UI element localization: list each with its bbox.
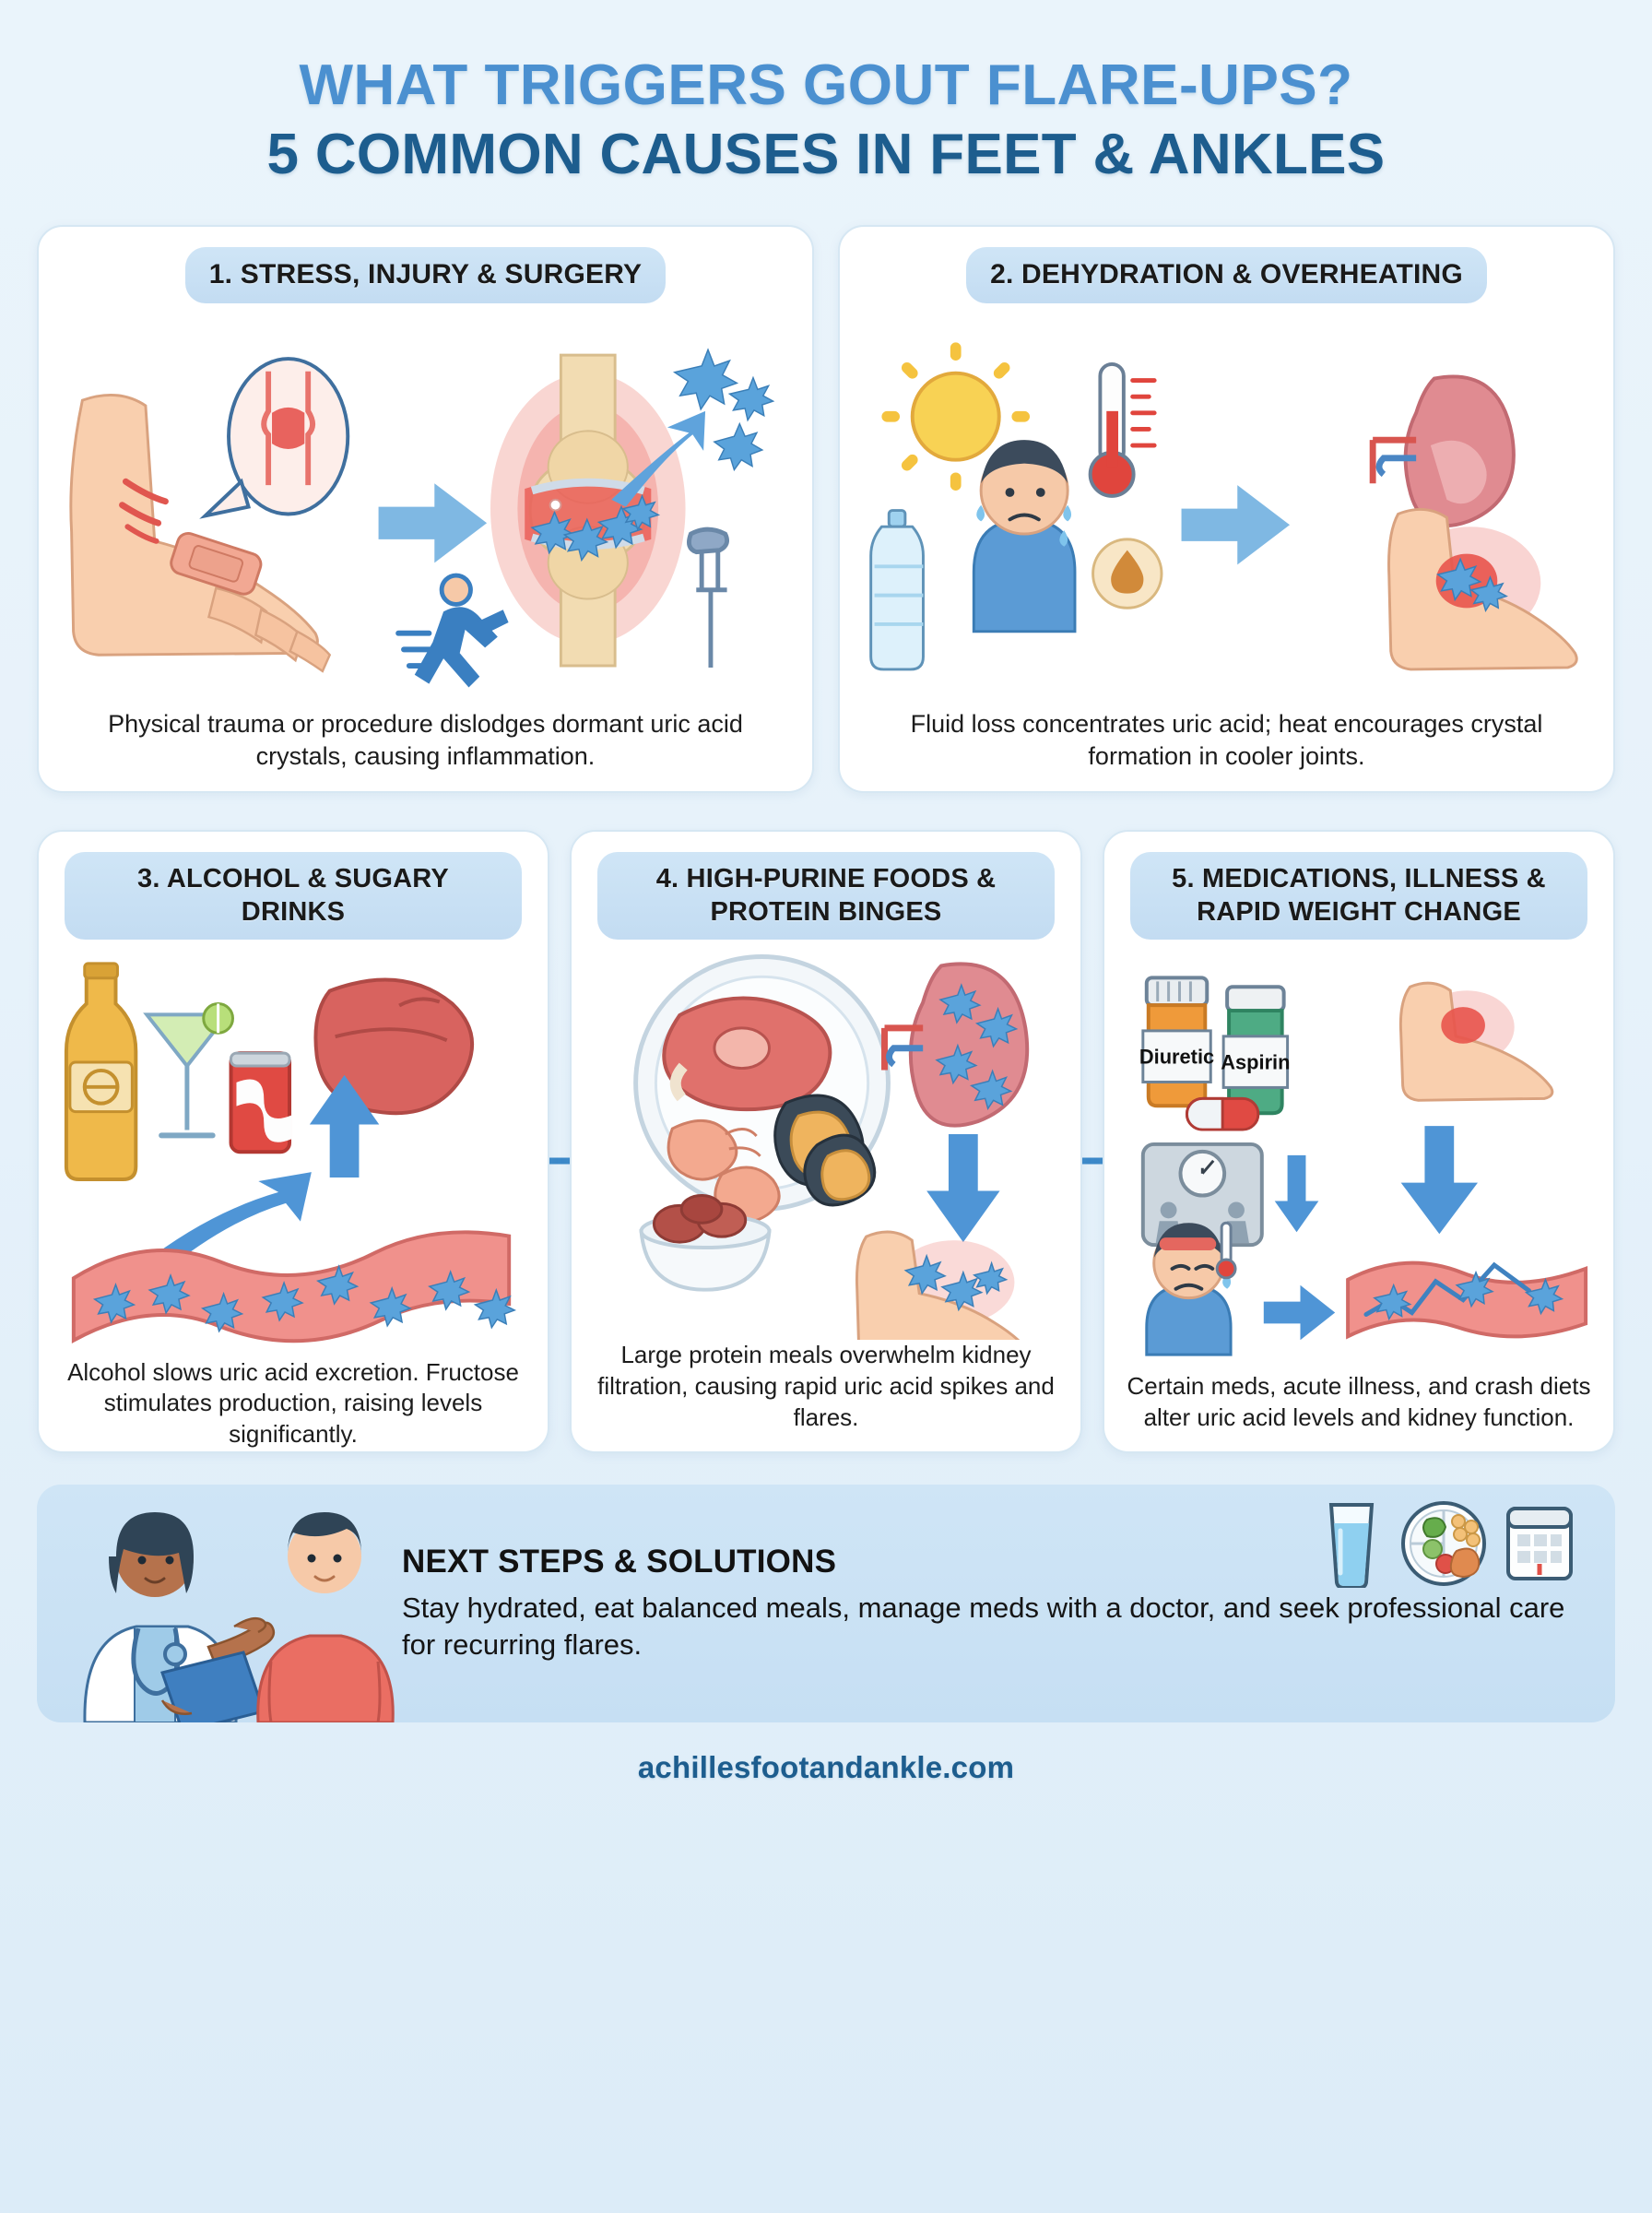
next-steps-description: Stay hydrated, eat balanced meals, manag… bbox=[402, 1592, 1565, 1662]
arrow-right-icon bbox=[1263, 1284, 1336, 1341]
water-glass-icon bbox=[1328, 1503, 1375, 1589]
inflamed-foot-icon bbox=[855, 1230, 1021, 1340]
cards-row-top: 1. STRESS, INJURY & SURGERY bbox=[24, 225, 1628, 794]
card-3-illustration bbox=[55, 945, 531, 1357]
arrow-down-icon bbox=[1400, 1126, 1478, 1235]
calendar-icon bbox=[1506, 1507, 1573, 1581]
card-2-description: Fluid loss concentrates uric acid; heat … bbox=[910, 710, 1543, 771]
injured-foot-icon bbox=[69, 394, 332, 673]
pill-bottle-icon: Diuretic bbox=[1139, 976, 1214, 1108]
sun-icon bbox=[881, 342, 1031, 491]
footer-website[interactable]: achillesfootandankle.com bbox=[637, 1750, 1015, 1785]
card-1-badge: 1. STRESS, INJURY & SURGERY bbox=[184, 247, 667, 303]
card-medications-illness-weight[interactable]: 5. MEDICATIONS, ILLNESS & RAPID WEIGHT C… bbox=[1103, 830, 1615, 1454]
mussel-icon bbox=[773, 1094, 877, 1207]
thermometer-icon bbox=[1088, 361, 1157, 498]
card-5-badge: 5. MEDICATIONS, ILLNESS & RAPID WEIGHT C… bbox=[1130, 852, 1587, 941]
sick-person-icon bbox=[1145, 1221, 1237, 1356]
doctor-figure bbox=[83, 1512, 276, 1723]
cards-row-bottom: 3. ALCOHOL & SUGARY DRINKS bbox=[24, 830, 1628, 1454]
kidney-icon bbox=[1369, 374, 1516, 528]
card-4-illustration bbox=[588, 945, 1064, 1340]
page-title-line1: WHAT TRIGGERS GOUT FLARE-UPS? bbox=[299, 53, 1353, 117]
balanced-plate-icon bbox=[1401, 1501, 1486, 1587]
card-5-illustration: Diuretic Aspirin bbox=[1121, 945, 1597, 1371]
capsule-icon bbox=[1185, 1096, 1260, 1131]
doctor-patient-illustration bbox=[37, 1485, 396, 1723]
soda-can-icon bbox=[229, 1051, 292, 1154]
card-2-badge: 2. DEHYDRATION & OVERHEATING bbox=[966, 247, 1487, 303]
droplet-icon bbox=[1092, 538, 1163, 609]
organ-meat-bowl-icon bbox=[639, 1194, 772, 1292]
arrow-down-icon bbox=[1274, 1154, 1319, 1233]
thermometer-icon bbox=[1215, 1221, 1237, 1280]
cocktail-glass-icon bbox=[143, 1002, 234, 1139]
beer-bottle-icon bbox=[64, 962, 138, 1182]
inflamed-foot-icon bbox=[1387, 508, 1578, 671]
crutch-icon bbox=[687, 527, 729, 668]
sweating-person-icon bbox=[972, 440, 1077, 633]
card-5-description: Certain meds, acute illness, and crash d… bbox=[1127, 1371, 1591, 1431]
pill-bottle-orange-label: Diuretic bbox=[1139, 1046, 1214, 1069]
card-4-description: Large protein meals overwhelm kidney fil… bbox=[597, 1341, 1055, 1431]
arrow-up-icon bbox=[309, 1075, 380, 1178]
next-steps-title: NEXT STEPS & SOLUTIONS bbox=[402, 1544, 837, 1580]
card-1-description: Physical trauma or procedure dislodges d… bbox=[108, 710, 743, 771]
inflamed-foot-icon bbox=[1398, 981, 1554, 1102]
urate-crystal-icon bbox=[530, 493, 661, 562]
arrow-right-icon bbox=[1181, 485, 1291, 565]
bandage-icon bbox=[170, 531, 263, 596]
urate-crystal-icon bbox=[672, 348, 775, 472]
next-steps-content: NEXT STEPS & SOLUTIONS Stay hydrated, ea… bbox=[396, 1534, 1615, 1674]
blood-vessel-icon bbox=[1346, 1260, 1588, 1340]
inflamed-joint-icon bbox=[490, 353, 706, 668]
card-stress-injury-surgery[interactable]: 1. STRESS, INJURY & SURGERY bbox=[37, 225, 814, 794]
page-title-line2: 5 COMMON CAUSES IN FEET & ANKLES bbox=[266, 122, 1386, 186]
card-alcohol-sugary-drinks[interactable]: 3. ALCOHOL & SUGARY DRINKS bbox=[37, 830, 549, 1454]
arrow-down-icon bbox=[926, 1134, 1000, 1243]
joint-magnifier-icon bbox=[199, 357, 350, 519]
card-3-badge: 3. ALCOHOL & SUGARY DRINKS bbox=[65, 852, 522, 941]
card-high-purine-foods[interactable]: 4. HIGH-PURINE FOODS & PROTEIN BINGES bbox=[570, 830, 1082, 1454]
card-dehydration-overheating[interactable]: 2. DEHYDRATION & OVERHEATING bbox=[838, 225, 1615, 794]
water-bottle-icon bbox=[869, 509, 925, 671]
weight-scale-icon bbox=[1140, 1142, 1264, 1248]
arrow-up-icon bbox=[143, 1172, 312, 1273]
card-4-badge: 4. HIGH-PURINE FOODS & PROTEIN BINGES bbox=[597, 852, 1055, 941]
page-header: WHAT TRIGGERS GOUT FLARE-UPS? 5 COMMON C… bbox=[24, 0, 1628, 186]
next-steps-section: NEXT STEPS & SOLUTIONS Stay hydrated, ea… bbox=[37, 1485, 1615, 1723]
blood-vessel-icon bbox=[71, 1230, 517, 1344]
patient-figure bbox=[256, 1512, 395, 1723]
kidney-icon bbox=[881, 962, 1030, 1128]
runner-icon bbox=[395, 573, 509, 688]
pill-bottle-green-label: Aspirin bbox=[1221, 1051, 1290, 1074]
arrow-right-icon bbox=[378, 483, 488, 563]
liver-icon bbox=[313, 977, 475, 1116]
next-steps-icon-row bbox=[1318, 1499, 1576, 1589]
card-2-illustration bbox=[856, 309, 1597, 708]
card-3-description: Alcohol slows uric acid excretion. Fruct… bbox=[67, 1357, 519, 1449]
card-1-illustration bbox=[55, 309, 796, 708]
pill-bottle-icon: Aspirin bbox=[1221, 985, 1290, 1116]
